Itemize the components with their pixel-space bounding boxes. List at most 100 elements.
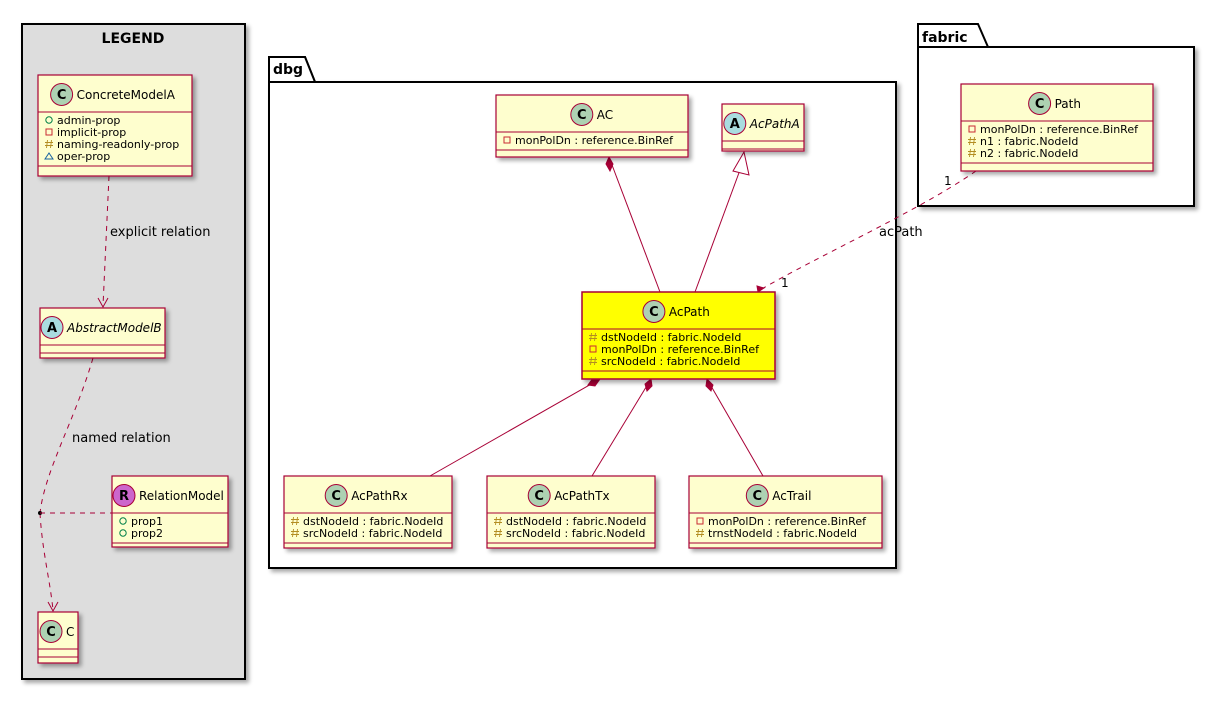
composition-diamond-icon [644,378,653,392]
class-name: AbstractModelB [66,321,162,335]
visibility-icon [589,356,597,366]
attribute-text: admin-prop [57,114,120,127]
class-name: AC [597,108,613,122]
path-acpath-relation [759,170,977,291]
attribute-text: dstNodeId : fabric.NodeId [601,331,741,344]
attribute-text: naming-readonly-prop [57,138,179,151]
explicit-relation-edge [102,175,110,307]
class-name: RelationModel [139,489,224,503]
stereotype-letter: C [46,625,56,640]
visibility-icon [45,116,53,124]
relation-labels-layer: explicit relation named relation acPath 1 1 [72,174,952,446]
stereotype-letter: C [753,489,763,504]
stereotype-c-icon: C [745,484,769,507]
class-actrail[interactable]: C AcTrail monPolDn : reference.BinReftrnst… [688,475,883,549]
attribute-text: prop1 [131,515,163,528]
visibility-icon [45,139,53,149]
stereotype-letter: C [534,489,544,504]
visibility-icon [968,125,976,133]
visibility-icon [589,332,597,342]
class-ac[interactable]: C AC monPolDn : reference.BinRef [495,94,689,158]
visibility-icon [968,148,976,158]
acpatha-generalization [694,169,741,293]
attribute-text: n2 : fabric.NodeId [980,147,1078,160]
visibility-icon [119,517,127,525]
class-concretemodela[interactable]: C ConcreteModelA admin-propimplicit-propna… [37,74,193,177]
visibility-icon [589,345,597,353]
attribute-text: monPolDn : reference.BinRef [708,515,867,528]
stereotype-a-icon: A [40,316,64,339]
stereotype-letter: C [331,489,341,504]
composition-diamond-icon [705,377,714,392]
stereotype-c-icon: C [324,484,348,507]
arrowhead-icon [756,285,766,293]
stereotype-c-icon: C [1028,92,1052,115]
class-name: ConcreteModelA [77,88,176,102]
attribute-text: srcNodeId : fabric.NodeId [506,527,645,540]
visibility-icon [503,136,511,144]
attribute-text: dstNodeId : fabric.NodeId [506,515,646,528]
attribute-text: prop2 [131,527,163,540]
named-relation-edge [39,357,94,514]
inheritance-triangle-icon [732,150,750,176]
stereotype-letter: C [649,305,659,320]
named-relation-label: named relation [72,431,171,446]
attribute-text: trnstNodeId : fabric.NodeId [708,527,857,540]
composition-diamond-icon [605,155,614,173]
stereotype-letter: R [119,489,129,504]
class-name: Path [1055,97,1081,111]
visibility-icon [291,528,299,538]
fabric-package-title: fabric [922,30,968,46]
class-name: AcPath [669,305,710,319]
acpath-acpathtx-composition [591,378,652,477]
attribute-text: monPolDn : reference.BinRef [515,134,674,147]
target-cardinality: 1 [781,276,789,290]
class-acpathtx[interactable]: C AcPathTx dstNodeId : fabric.NodeIdsrcNod… [486,475,656,549]
stereotype-c-icon: C [570,103,594,126]
relations-layer [38,150,977,613]
attribute-text: oper-prop [57,150,110,163]
class-box [581,291,776,380]
visibility-icon [968,136,976,146]
stereotype-a-icon: A [723,112,747,135]
class-name: AcPathRx [351,489,407,503]
named-relation-edge-target [39,512,54,611]
stereotype-letter: C [577,108,587,123]
attribute-text: srcNodeId : fabric.NodeId [601,355,740,368]
stereotype-letter: A [47,321,57,336]
class-box [960,83,1154,172]
visibility-icon [119,529,127,537]
class-name: AcPathTx [554,489,609,503]
arrowhead-icon [47,601,59,613]
stereotype-c-icon: C [642,300,666,323]
attribute-text: monPolDn : reference.BinRef [601,343,760,356]
acpath-acpathrx-composition [429,378,601,477]
visibility-icon [291,516,299,526]
acpath-actrail-composition [706,378,764,477]
stereotype-letter: A [730,117,740,132]
attribute-text: implicit-prop [57,126,126,139]
stereotype-letter: C [57,88,67,103]
class-acpath[interactable]: C AcPath dstNodeId : fabric.NodeIdmonPolDn… [581,291,776,380]
visibility-icon [696,528,704,538]
stereotype-c-icon: C [39,620,63,643]
stereotype-letter: C [1035,97,1045,112]
stereotype-r-icon: R [112,484,136,507]
class-abstractmodelb[interactable]: A AbstractModelB [39,307,166,359]
legend-title: LEGEND [102,31,165,47]
stereotype-c-icon: C [527,484,551,507]
acpath-relation-label: acPath [879,225,923,240]
visibility-icon [494,528,502,538]
explicit-relation-label: explicit relation [110,225,210,240]
class-name: AcTrail [772,489,811,503]
source-cardinality: 1 [944,174,952,188]
class-box [495,94,689,158]
ac-acpath-composition [608,156,661,293]
